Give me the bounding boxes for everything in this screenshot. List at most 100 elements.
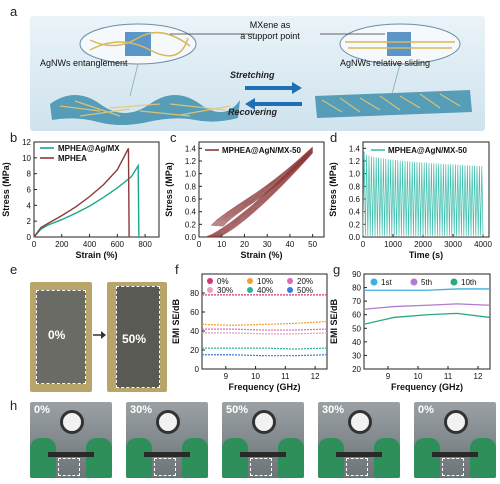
- y-tick-label: 0.4: [185, 208, 197, 217]
- photo-h-4: 0%: [414, 402, 496, 478]
- legend-label: MPHEA: [58, 154, 87, 163]
- panel-label-e: e: [10, 262, 18, 277]
- photo-h-label: 0%: [418, 404, 434, 416]
- x-axis-label: Time (s): [409, 250, 443, 260]
- green-glove-right: [86, 438, 112, 478]
- legend-marker: [287, 287, 293, 293]
- film-strip: [432, 452, 478, 457]
- y-tick-label: 0.8: [185, 182, 197, 191]
- left-film: [50, 95, 240, 125]
- speaker-icon: [60, 410, 84, 434]
- legend-label: MPHEA@Ag/MX: [58, 144, 120, 153]
- x-tick-label: 11: [444, 372, 453, 381]
- y-tick-label: 0.2: [185, 220, 197, 229]
- y-tick-label: 80: [190, 289, 199, 298]
- plot-frame: [363, 273, 491, 370]
- legend-marker: [450, 278, 458, 286]
- y-tick-label: 4: [27, 201, 32, 210]
- series-line-0: [364, 288, 490, 291]
- x-tick-label: 9: [386, 372, 391, 381]
- panel-label-f: f: [175, 262, 179, 277]
- y-tick-label: 0.6: [185, 195, 197, 204]
- y-tick-label: 1.4: [349, 144, 361, 153]
- x-tick-label: 10: [414, 372, 423, 381]
- x-axis-label: Strain (%): [240, 250, 282, 260]
- speaker-icon: [156, 410, 180, 434]
- photo-h-2: 50%: [222, 402, 304, 478]
- green-glove-left: [414, 438, 440, 478]
- legend-label: MPHEA@AgN/MX-50: [388, 146, 467, 155]
- legend-marker: [370, 278, 378, 286]
- photo-h-label: 30%: [130, 404, 153, 416]
- x-tick-label: 10: [217, 240, 226, 249]
- film-strip: [144, 452, 190, 457]
- x-tick-label: 1000: [384, 240, 402, 249]
- film-strip: [240, 452, 286, 457]
- y-tick-label: 1.2: [185, 157, 197, 166]
- film-strip: [48, 452, 94, 457]
- legend-marker: [207, 287, 213, 293]
- legend-label: 5th: [421, 278, 432, 287]
- legend-label: 30%: [217, 286, 233, 295]
- speaker-icon: [252, 410, 276, 434]
- y-tick-label: 0: [27, 233, 32, 242]
- x-tick-label: 600: [111, 240, 125, 249]
- y-tick-label: 2: [27, 217, 32, 226]
- legend-marker: [207, 278, 213, 284]
- x-axis-label: Strain (%): [75, 250, 117, 260]
- panel-label-g: g: [333, 262, 341, 277]
- y-tick-label: 0.8: [349, 182, 361, 191]
- film-strip: [336, 452, 382, 457]
- x-axis-label: Frequency (GHz): [228, 382, 300, 392]
- x-tick-label: 40: [285, 240, 294, 249]
- y-tick-label: 90: [352, 270, 361, 279]
- inset-box: [250, 458, 272, 476]
- green-glove-right: [278, 438, 304, 478]
- inset-box: [442, 458, 464, 476]
- right-film: [315, 90, 472, 118]
- x-tick-label: 10: [251, 372, 260, 381]
- cycle-loop-9: [217, 152, 313, 238]
- legend-label: 10th: [461, 278, 477, 287]
- series-line-5: [202, 354, 328, 357]
- plot-frame: [201, 273, 328, 370]
- series-line-0: [33, 163, 140, 238]
- photo-h-1: 30%: [126, 402, 208, 478]
- y-axis-label: EMI SE/dB: [171, 299, 181, 345]
- y-tick-label: 30: [352, 351, 361, 360]
- x-tick-label: 400: [83, 240, 97, 249]
- legend-label: MPHEA@AgN/MX-50: [222, 146, 301, 155]
- series-line-2: [363, 312, 491, 325]
- y-tick-label: 0.4: [349, 208, 361, 217]
- y-axis-label: Stress (MPa): [328, 162, 338, 217]
- y-tick-label: 1.0: [349, 170, 361, 179]
- photo-e-right: 50%: [107, 282, 167, 392]
- photo-h-0: 0%: [30, 402, 112, 478]
- left-inset-label: AgNWs entanglement: [40, 58, 128, 68]
- y-tick-label: 0.0: [185, 233, 197, 242]
- x-tick-label: 0: [32, 240, 37, 249]
- panel-label-d: d: [330, 130, 338, 145]
- y-tick-label: 60: [352, 311, 361, 320]
- panel-label-h: h: [10, 398, 18, 413]
- photo-h-label: 50%: [226, 404, 249, 416]
- photo-h-3: 30%: [318, 402, 400, 478]
- stretching-label: Stretching: [230, 70, 275, 80]
- x-tick-label: 0: [361, 240, 366, 249]
- series-line: [362, 151, 484, 236]
- photo-h-label: 30%: [322, 404, 345, 416]
- y-tick-label: 12: [22, 138, 31, 147]
- x-tick-label: 50: [308, 240, 317, 249]
- series-line-1: [363, 303, 491, 310]
- y-tick-label: 20: [190, 346, 199, 355]
- x-tick-label: 0: [197, 240, 202, 249]
- x-tick-label: 2000: [414, 240, 432, 249]
- x-tick-label: 12: [474, 372, 483, 381]
- arrow-icon: [93, 331, 106, 339]
- y-tick-label: 0.2: [349, 220, 361, 229]
- series-line-4: [202, 347, 328, 350]
- legend-label: 0%: [217, 277, 229, 286]
